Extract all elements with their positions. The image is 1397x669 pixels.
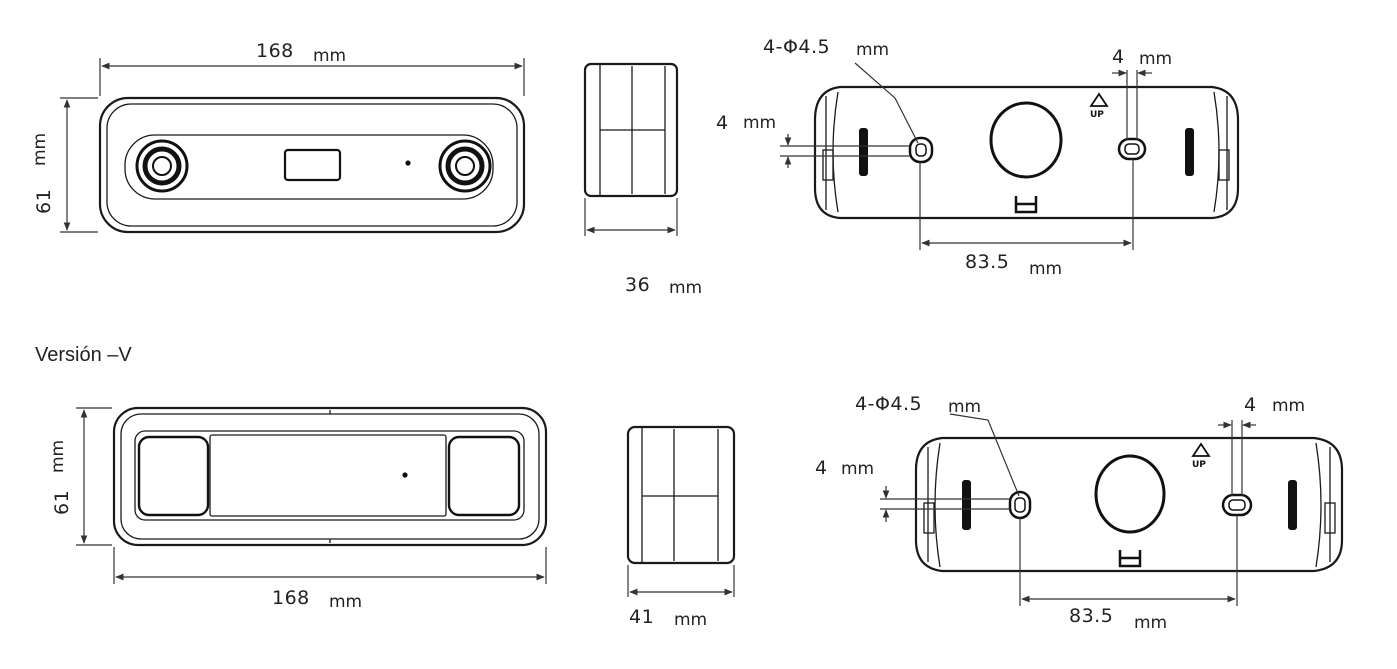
variant-back-slot-offset-value: 4 <box>1244 394 1257 416</box>
back-slot-offset-unit: mm <box>1139 49 1172 69</box>
variant-front-view: 61 mm 168 mm <box>48 406 548 612</box>
mounting-hole-icon <box>1008 490 1032 520</box>
standard-side-view: 36 mm <box>583 62 702 298</box>
up-arrow-icon: UP <box>1191 442 1211 470</box>
mounting-hole-icon <box>908 136 934 164</box>
front-height-unit: mm <box>30 133 50 166</box>
svg-text:UP: UP <box>1090 110 1104 120</box>
cable-hole <box>989 101 1063 179</box>
up-arrow-icon: UP <box>1089 92 1109 120</box>
variant-front-width-unit: mm <box>329 592 362 612</box>
variant-side-depth-value: 41 <box>629 606 654 628</box>
variant-back-spacing-value: 83.5 <box>1069 605 1113 627</box>
right-sensor-window <box>447 435 521 517</box>
variant-heading: Versión –V <box>35 344 132 366</box>
standard-front-view: 168 mm 61 mm <box>30 40 526 234</box>
mounting-hole-icon <box>1221 493 1253 517</box>
side-depth-value: 36 <box>625 274 650 296</box>
back-hole-spec: 4-Φ4.5 <box>763 36 830 58</box>
variant-back-spacing-unit: mm <box>1134 613 1167 633</box>
back-hole-unit: mm <box>856 40 889 60</box>
variant-back-edge-offset-unit: mm <box>841 459 874 479</box>
variant-back-hole-spec: 4-Φ4.5 <box>855 393 922 415</box>
variant-back-view: UP 4-Φ4.5 mm 4 mm 4 mm 83.5 mm <box>815 393 1344 633</box>
bracket-icon <box>1118 550 1142 568</box>
indicator-dot <box>402 472 408 478</box>
side-depth-unit: mm <box>669 278 702 298</box>
left-lens-icon <box>135 139 189 193</box>
back-edge-offset-unit: mm <box>743 113 776 133</box>
variant-front-width-value: 168 <box>272 587 310 609</box>
left-sensor-window <box>137 435 210 517</box>
svg-text:UP: UP <box>1192 460 1206 470</box>
bracket-icon <box>1014 196 1038 214</box>
variant-back-hole-unit: mm <box>948 397 981 417</box>
standard-back-view: UP 4-Φ4.5 mm 4 mm 4 mm 83.5 mm <box>716 36 1240 279</box>
front-height-value: 61 <box>33 189 55 214</box>
variant-back-edge-offset-value: 4 <box>815 457 828 479</box>
front-width-unit: mm <box>313 46 346 66</box>
variant-side-view: 41 mm <box>626 425 736 630</box>
cable-hole <box>1094 454 1166 534</box>
mounting-hole-icon <box>1117 137 1147 161</box>
sensor-window <box>283 148 342 182</box>
back-slot-offset-value: 4 <box>1112 46 1125 68</box>
front-width-value: 168 <box>256 40 294 62</box>
variant-back-slot-offset-unit: mm <box>1272 396 1305 416</box>
back-edge-offset-value: 4 <box>716 112 729 134</box>
variant-side-depth-unit: mm <box>674 610 707 630</box>
back-spacing-unit: mm <box>1029 259 1062 279</box>
indicator-dot <box>405 160 411 166</box>
variant-front-height-unit: mm <box>48 440 68 473</box>
back-spacing-value: 83.5 <box>965 251 1009 273</box>
right-lens-icon <box>438 139 492 193</box>
variant-front-height-value: 61 <box>51 490 73 515</box>
